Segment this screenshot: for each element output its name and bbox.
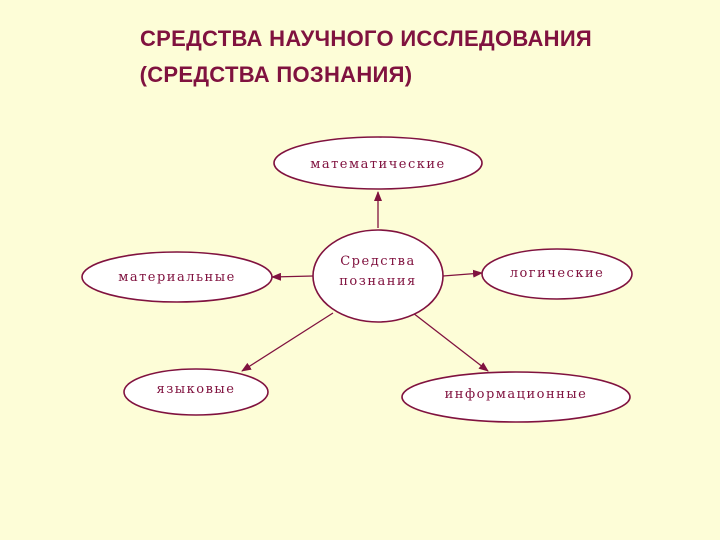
- page-subtitle: (СРЕДСТВА ПОЗНАНИЯ): [139, 62, 413, 87]
- page-title: СРЕДСТВА НАУЧНОГО ИССЛЕДОВАНИЯ: [139, 26, 593, 51]
- arrow-to-info: [412, 312, 489, 372]
- node-material-label: материальные: [118, 270, 236, 285]
- node-info: [401, 371, 631, 423]
- arrow-to-logical: [442, 269, 483, 278]
- node-center-label-2: познания: [339, 274, 417, 289]
- node-center: [312, 229, 444, 323]
- node-logical: [481, 248, 633, 300]
- node-math: [273, 136, 483, 190]
- node-logical-label: логические: [510, 266, 605, 281]
- node-language: [123, 368, 269, 416]
- node-language-label: языковые: [157, 382, 236, 397]
- node-info-label: информационные: [445, 387, 588, 402]
- arrow-to-language: [241, 312, 334, 372]
- node-math-label: математические: [310, 157, 446, 172]
- arrow-to-material: [271, 272, 314, 281]
- node-center-label-1: Средства: [340, 254, 416, 269]
- node-material: [81, 251, 273, 303]
